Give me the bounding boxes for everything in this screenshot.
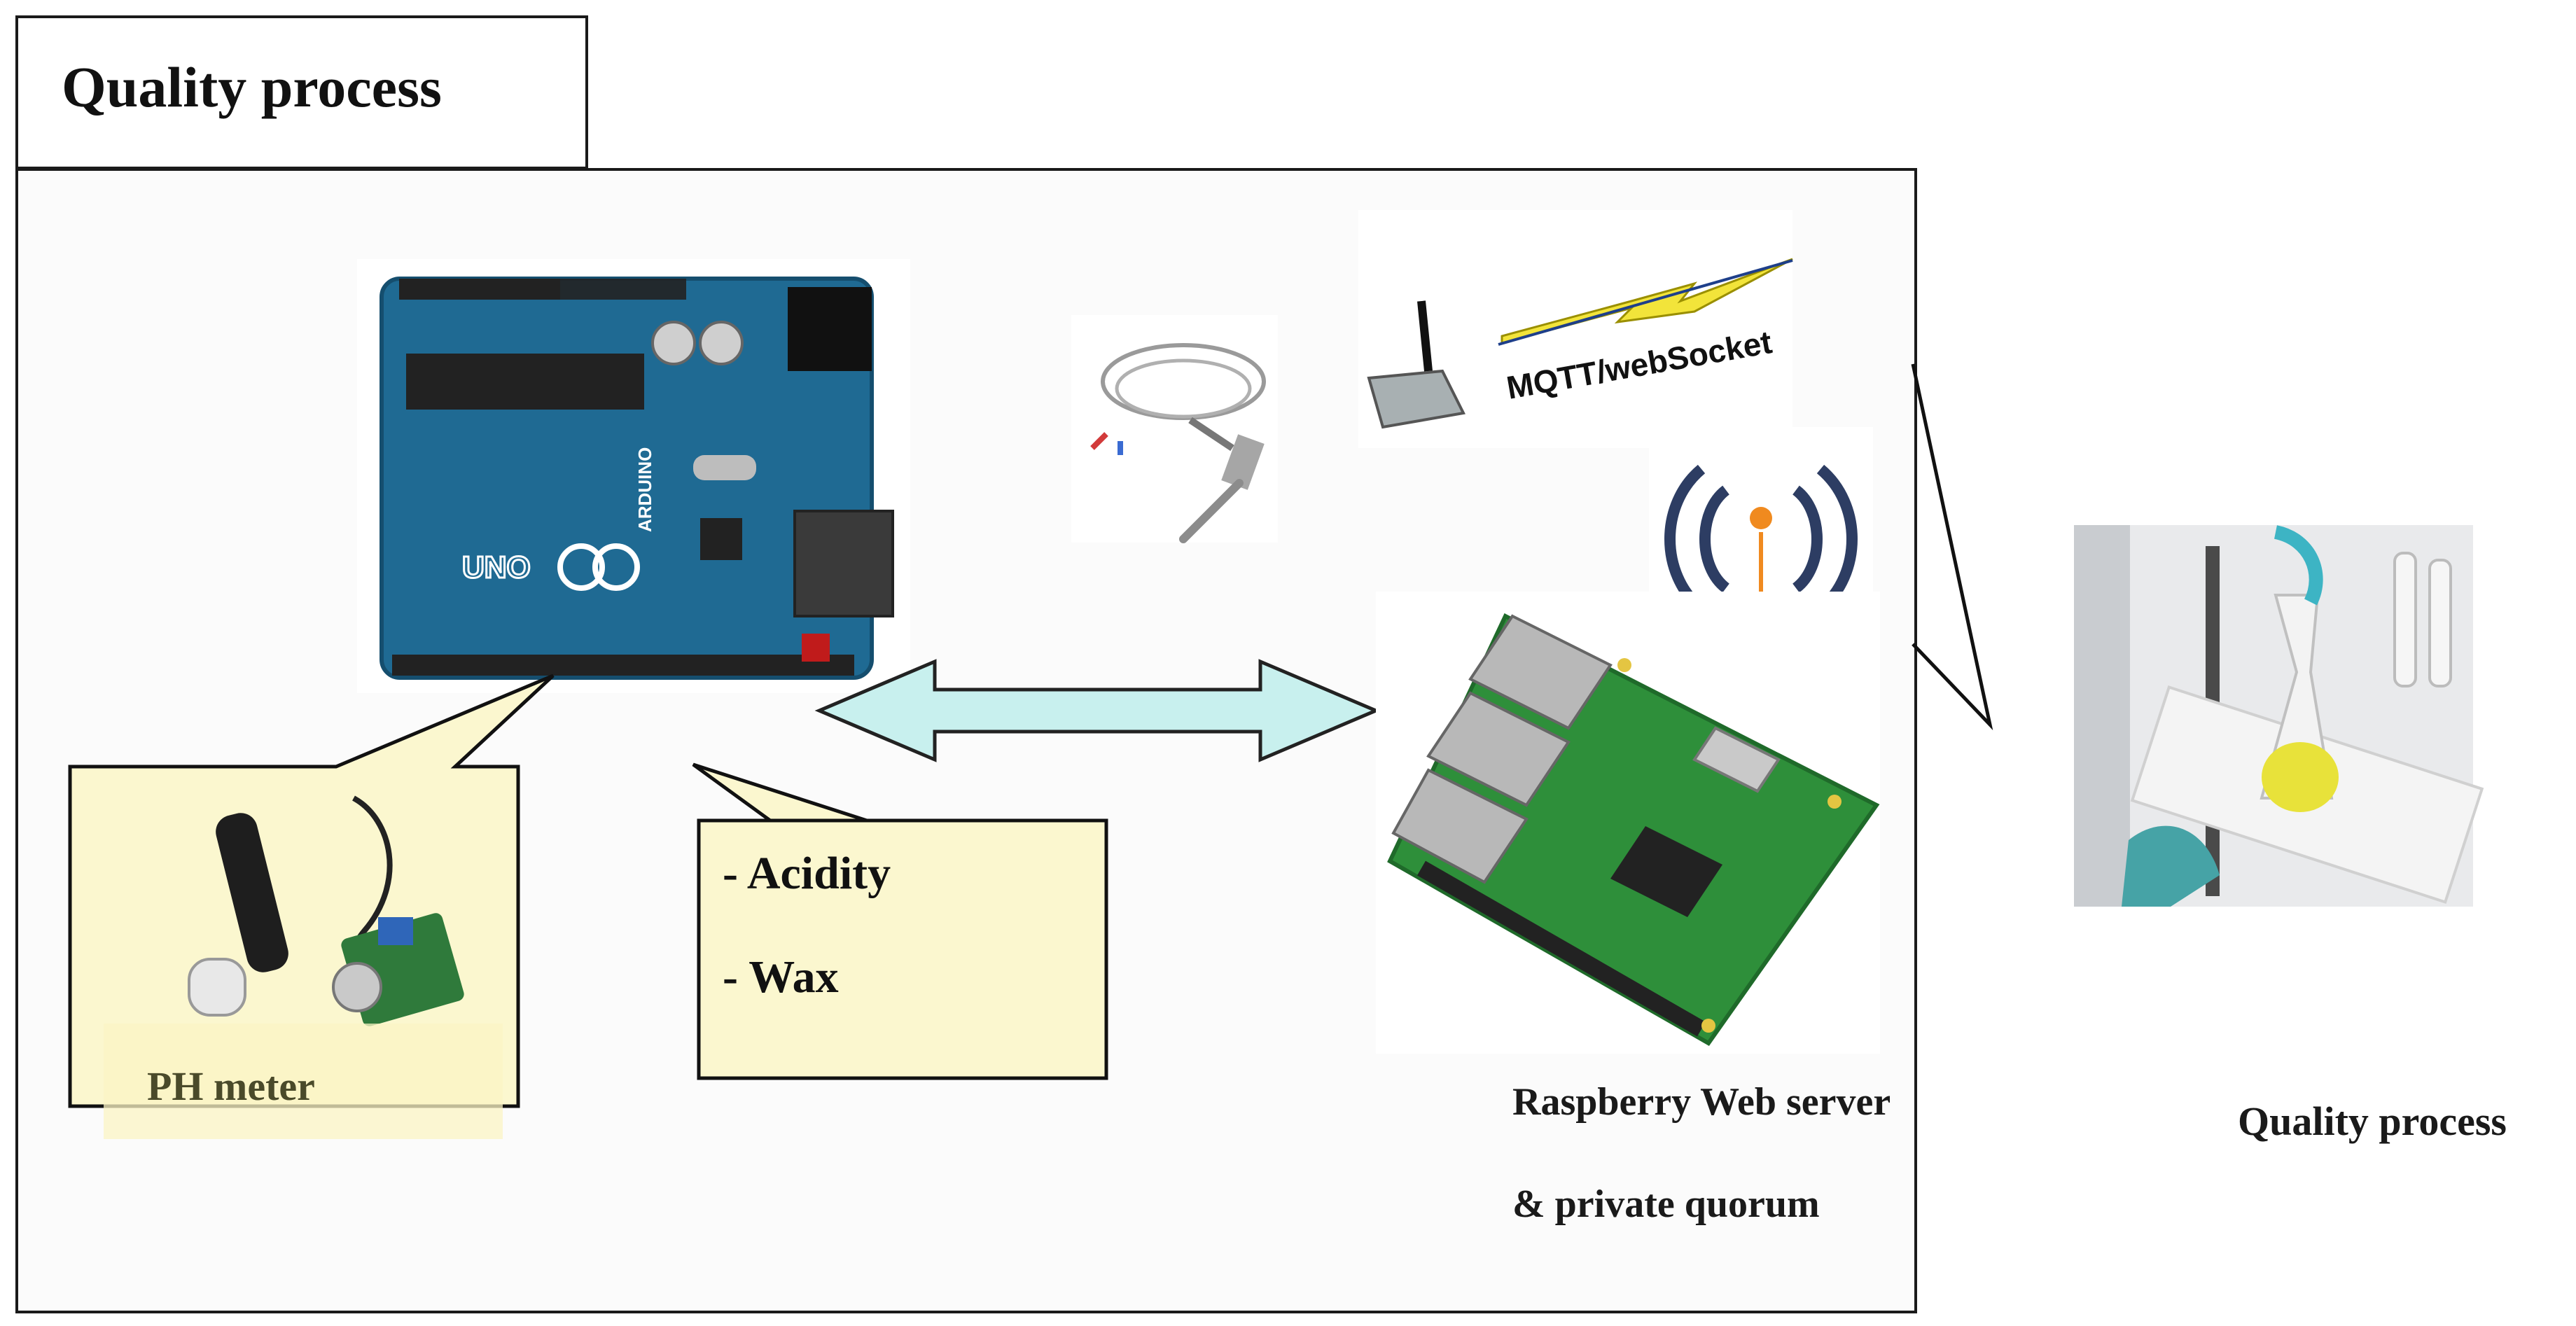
temperature-probe — [1071, 315, 1278, 543]
arduino-board: UNO ARDUINO — [357, 259, 910, 693]
title-tab — [15, 15, 588, 169]
bidirectional-arrow — [814, 659, 1381, 762]
lab-label: Quality process — [2238, 1098, 2507, 1144]
raspberry-label-line1: Raspberry Web server — [1512, 1080, 1891, 1124]
diagram-title: Quality process — [62, 55, 442, 119]
measurement-acidity: - Acidity — [723, 848, 891, 899]
arduino-model-text: UNO — [462, 550, 531, 585]
measurement-list: - Acidity - Wax — [723, 847, 891, 1004]
arduino-brand-text: ARDUINO — [634, 447, 655, 532]
raspberry-board — [1376, 592, 1880, 1054]
raspberry-label-line2: & private quorum — [1512, 1182, 1820, 1226]
measurements-callout — [692, 762, 1108, 1080]
wifi-gateway: MQTT/webSocket — [1358, 210, 1793, 448]
ph-meter-label-band — [104, 1024, 503, 1139]
measurement-wax: - Wax — [723, 951, 839, 1003]
lab-callout-tail — [1911, 363, 1993, 731]
ph-meter-label: PH meter — [147, 1063, 315, 1109]
lab-photo — [2074, 525, 2484, 907]
